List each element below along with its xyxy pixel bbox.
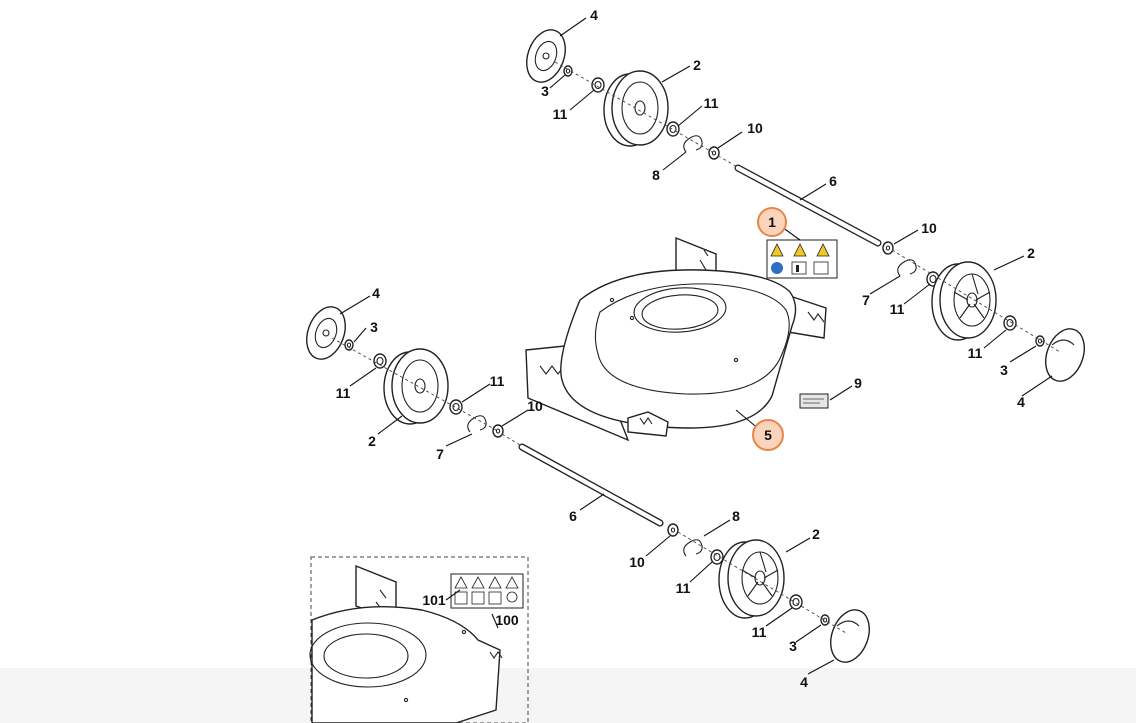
- callout-5-highlight[interactable]: [752, 419, 784, 451]
- clip-bottom: [683, 539, 703, 557]
- callout-4-left[interactable]: 4: [372, 285, 380, 301]
- callout-11-bottom-a[interactable]: 11: [676, 580, 691, 596]
- bearing-top-b: [666, 121, 680, 137]
- bearing-bottom-b: [789, 594, 803, 610]
- callout-1-highlight[interactable]: [757, 207, 787, 237]
- washer-10-left: [492, 424, 504, 438]
- callout-11-bottom-b[interactable]: 11: [752, 624, 767, 640]
- callout-3-top[interactable]: 3: [541, 83, 549, 99]
- callout-100[interactable]: 100: [495, 612, 519, 628]
- clip-left: [467, 415, 487, 433]
- callout-2-top[interactable]: 2: [693, 57, 701, 73]
- callout-7-right[interactable]: 7: [862, 292, 870, 308]
- callout-6-top[interactable]: 6: [829, 173, 837, 189]
- callout-11-right-b[interactable]: 11: [968, 345, 983, 361]
- callout-1[interactable]: 1: [768, 214, 776, 230]
- callout-11-top-a[interactable]: 11: [553, 106, 568, 122]
- hubcap-bottom: [830, 609, 870, 663]
- callout-10-right[interactable]: 10: [921, 220, 937, 236]
- callout-2-bottom[interactable]: 2: [812, 526, 820, 542]
- callout-8-top[interactable]: 8: [652, 167, 660, 183]
- callout-3-bottom[interactable]: 3: [789, 638, 797, 654]
- callout-4-top[interactable]: 4: [590, 7, 598, 23]
- callout-11-left-a[interactable]: 11: [336, 385, 351, 401]
- callout-2-left[interactable]: 2: [368, 433, 376, 449]
- hubcap-right: [1045, 328, 1085, 382]
- callout-11-top-b[interactable]: 11: [704, 95, 719, 111]
- callout-8-bottom[interactable]: 8: [732, 508, 740, 524]
- rating-plate-icon: [799, 393, 829, 409]
- washer-10-top: [708, 146, 720, 160]
- wheel-top: [603, 70, 669, 147]
- axis-line-left: [331, 337, 497, 431]
- axis-line-right: [891, 249, 1061, 353]
- washer-left: [344, 339, 354, 351]
- axis-line-left-2: [501, 433, 521, 446]
- bearing-top-a: [591, 77, 605, 93]
- wheel-bottom: [718, 539, 785, 619]
- inset-detail: [309, 556, 529, 723]
- callout-3-right[interactable]: 3: [1000, 362, 1008, 378]
- bottom-fade: [0, 668, 1136, 723]
- callout-labels: 4 3 11 2 11 8 10 6 1 10 2 7 11 11 3 4 4 …: [336, 7, 1036, 690]
- callout-6-bottom[interactable]: 6: [569, 508, 577, 524]
- callout-101[interactable]: 101: [422, 592, 446, 608]
- wheel-right: [931, 261, 997, 341]
- callout-10-left[interactable]: 10: [527, 398, 543, 414]
- wheel-left: [383, 348, 449, 425]
- callout-2-right[interactable]: 2: [1027, 245, 1035, 261]
- washer-bottom: [820, 614, 830, 626]
- hubcap-left: [306, 306, 346, 360]
- callout-4-right[interactable]: 4: [1017, 394, 1025, 410]
- warning-label-101-icon: [450, 573, 524, 609]
- axis-line-bottom: [677, 531, 847, 634]
- bearing-right-b: [1003, 315, 1017, 331]
- callout-7-left[interactable]: 7: [436, 446, 444, 462]
- callout-11-left-b[interactable]: 11: [490, 373, 505, 389]
- callout-10-bottom[interactable]: 10: [629, 554, 645, 570]
- clip-top: [683, 135, 703, 153]
- clip-right: [897, 259, 917, 277]
- callout-9[interactable]: 9: [854, 375, 862, 391]
- hubcap-top: [526, 29, 566, 83]
- axis-line-top-2: [717, 155, 737, 167]
- warning-label-icon: [766, 239, 838, 279]
- axle-bottom: [518, 443, 664, 527]
- callout-5[interactable]: 5: [764, 427, 772, 443]
- washer-10-bottom: [667, 523, 679, 537]
- leader-lines: [339, 17, 1053, 675]
- callout-10-top[interactable]: 10: [747, 120, 763, 136]
- axis-line-top: [554, 61, 713, 153]
- bearing-left-a: [373, 353, 387, 369]
- bearing-left-b: [449, 399, 463, 415]
- callout-3-left[interactable]: 3: [370, 319, 378, 335]
- mower-deck: [525, 236, 827, 442]
- bearing-bottom-a: [710, 549, 724, 565]
- washer-right: [1035, 335, 1045, 347]
- callout-4-bottom[interactable]: 4: [800, 674, 808, 690]
- callout-11-right-a[interactable]: 11: [890, 301, 905, 317]
- axle-top: [734, 164, 882, 247]
- washer-10-right: [882, 241, 894, 255]
